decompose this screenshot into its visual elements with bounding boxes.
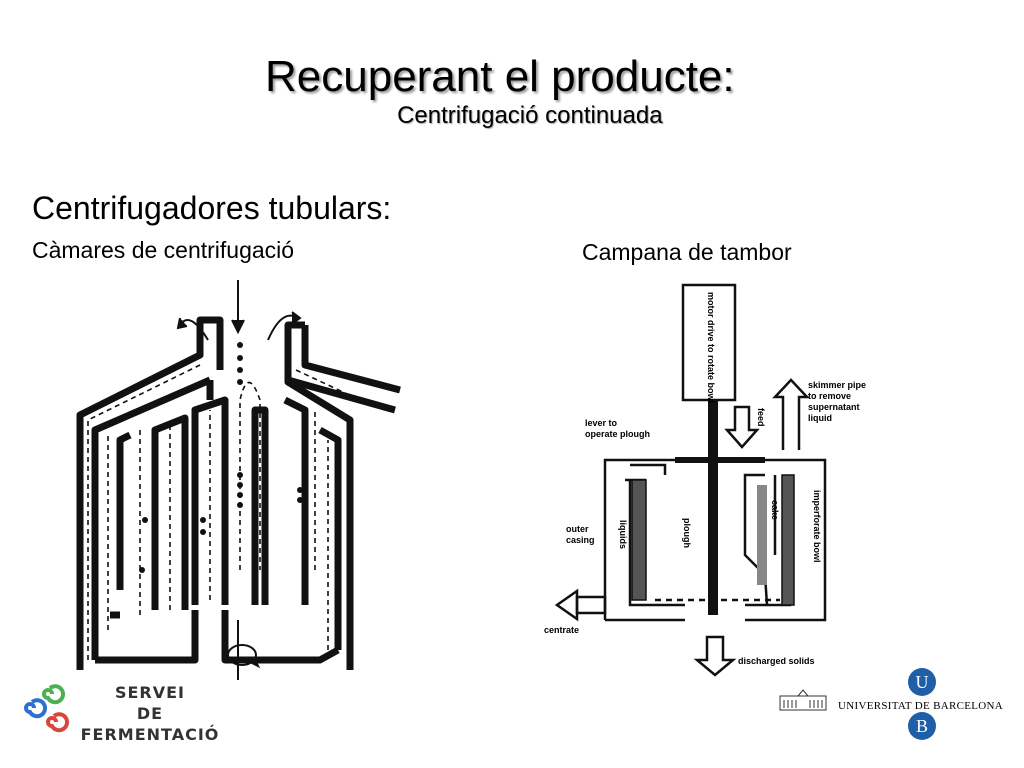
label-cake: cake xyxy=(770,500,780,521)
page-subtitle: Centrifugació continuada xyxy=(397,102,663,129)
label-imperforate: imperforate bowl xyxy=(812,490,822,563)
page-title: Recuperant el producte: xyxy=(265,52,735,101)
ub-name: UNIVERSITAT DE BARCELONA xyxy=(838,700,1004,712)
ub-u-letter: U xyxy=(915,672,929,692)
ub-b-letter: B xyxy=(915,716,928,736)
servei-line-1: SERVEI xyxy=(114,683,186,702)
servei-logo-text: SERVEI DE FERMENTACIÓ xyxy=(80,682,220,745)
label-centrate: centrate xyxy=(544,625,580,635)
title-block: Recuperant el producte: Centrifugació co… xyxy=(265,52,735,130)
label-liquids: liquids xyxy=(618,520,628,549)
label-skimmer-3: supernatant xyxy=(808,402,860,412)
servei-line-2: DE xyxy=(136,704,164,723)
label-lever-1: lever to xyxy=(585,418,618,428)
bowl-centrifuge-diagram xyxy=(554,283,827,677)
left-diagram-label: Càmares de centrifugació xyxy=(32,237,295,263)
label-feed: feed xyxy=(756,408,766,427)
label-lever-2: operate plough xyxy=(585,429,650,439)
ub-u-badge: U xyxy=(908,668,936,696)
shaft xyxy=(708,400,718,615)
section-heading: Centrifugadores tubulars: xyxy=(32,190,392,226)
ub-b-badge: B xyxy=(908,712,936,740)
label-skimmer-1: skimmer pipe xyxy=(808,380,867,390)
label-motor: motor drive to rotate bowl xyxy=(706,292,716,404)
label-plough: plough xyxy=(682,518,692,548)
label-outer-2: casing xyxy=(566,535,595,545)
ub-building-icon xyxy=(779,689,827,711)
label-outer-1: outer xyxy=(566,524,589,534)
servei-line-3: FERMENTACIÓ xyxy=(80,725,220,744)
right-diagram-label: Campana de tambor xyxy=(582,239,792,265)
label-skimmer-2: to remove xyxy=(808,391,852,401)
chamber-centrifuge-diagram xyxy=(76,280,401,680)
label-skimmer-4: liquid xyxy=(808,413,832,423)
servei-spiral-logo-icon xyxy=(24,684,70,733)
label-discharged: discharged solids xyxy=(738,656,815,666)
